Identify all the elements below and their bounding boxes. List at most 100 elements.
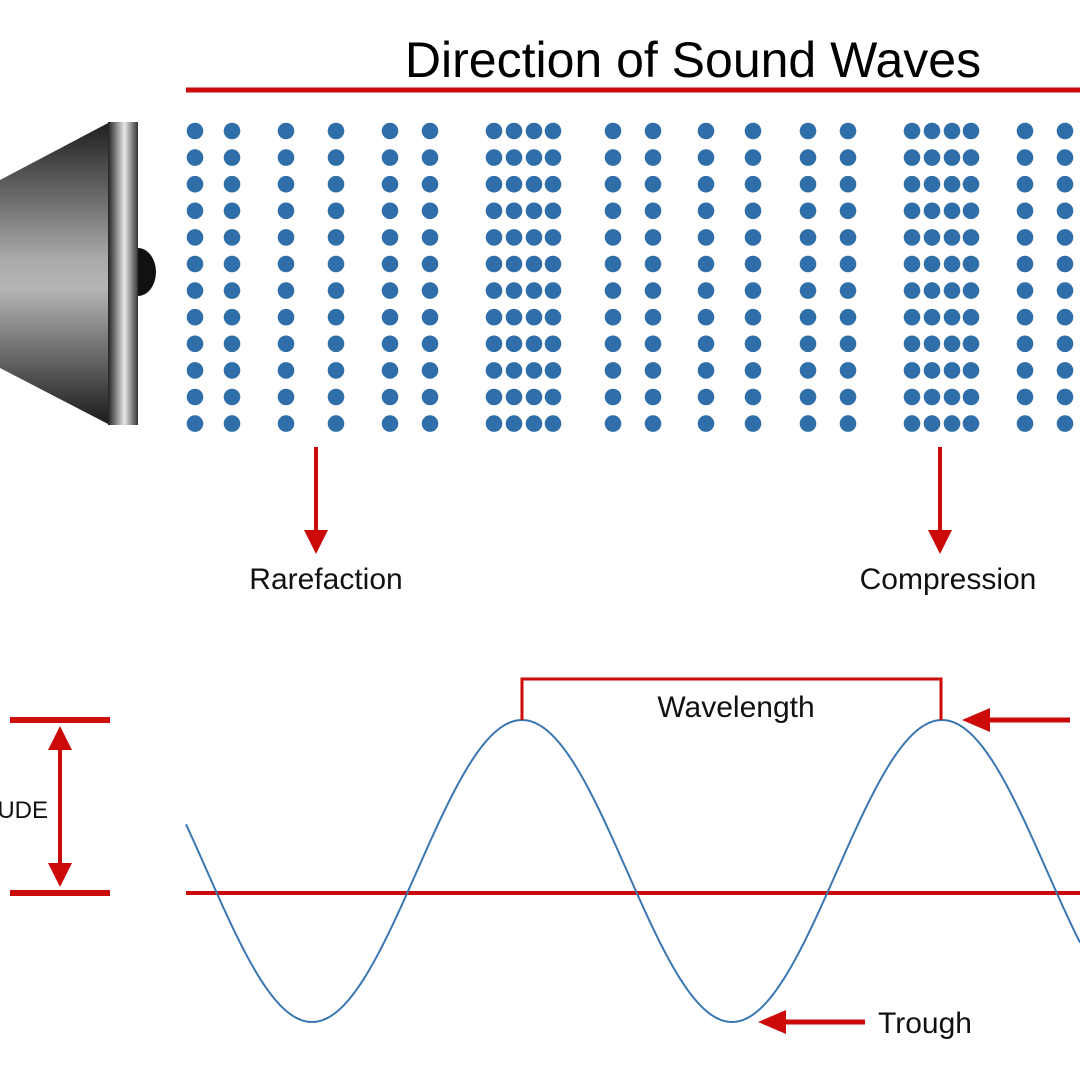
air-particle	[223, 282, 241, 299]
air-particle	[943, 388, 961, 406]
air-particle	[903, 255, 921, 273]
air-particle	[1016, 255, 1034, 273]
air-particle	[544, 122, 562, 140]
air-particle	[962, 175, 980, 193]
air-particle	[223, 335, 241, 353]
air-particle	[923, 415, 941, 432]
air-particle	[186, 202, 204, 220]
arrow-down-icon	[304, 447, 328, 554]
air-particle	[644, 308, 662, 326]
air-particle	[923, 255, 941, 273]
air-particle	[223, 308, 241, 326]
speaker-icon	[0, 122, 156, 425]
air-particle	[744, 388, 762, 406]
air-particle	[544, 362, 562, 379]
wavelength-bracket	[520, 677, 943, 720]
arrow-left-icon	[962, 708, 1070, 732]
air-particle	[1056, 255, 1074, 273]
air-particle	[223, 149, 241, 166]
air-particle	[923, 149, 941, 166]
air-particle	[697, 282, 715, 299]
air-particle	[186, 335, 204, 353]
air-particle	[839, 175, 857, 193]
air-particle	[485, 415, 503, 432]
air-particle	[277, 415, 295, 432]
air-particle	[277, 175, 295, 193]
air-particle	[525, 202, 543, 220]
air-particle	[697, 335, 715, 353]
air-particle	[223, 202, 241, 220]
air-particle	[186, 255, 204, 273]
air-particle	[943, 415, 961, 432]
air-particle	[744, 202, 762, 220]
air-particle	[277, 229, 295, 246]
air-particle	[505, 388, 523, 406]
air-particle	[644, 415, 662, 432]
air-particle	[962, 149, 980, 166]
air-particle	[1016, 362, 1034, 379]
air-particle	[697, 362, 715, 379]
air-particle	[644, 282, 662, 299]
air-particle	[485, 308, 503, 326]
air-particle	[962, 308, 980, 326]
air-particle	[962, 335, 980, 353]
air-particle	[505, 362, 523, 379]
air-particle	[799, 282, 817, 299]
air-particle	[943, 335, 961, 353]
air-particle	[799, 308, 817, 326]
arrow-down-icon	[928, 447, 952, 554]
air-particle	[903, 175, 921, 193]
air-particle	[525, 335, 543, 353]
air-particle	[421, 362, 439, 379]
air-particle	[839, 122, 857, 140]
air-particle	[525, 149, 543, 166]
air-particle	[1056, 149, 1074, 166]
air-particle	[505, 175, 523, 193]
air-particle	[186, 175, 204, 193]
wavelength-label: Wavelength	[657, 691, 814, 724]
air-particle	[327, 335, 345, 353]
air-particle	[485, 149, 503, 166]
air-particle	[381, 282, 399, 299]
air-particle	[644, 335, 662, 353]
air-particle	[327, 282, 345, 299]
air-particle	[962, 362, 980, 379]
air-particle	[1056, 122, 1074, 140]
air-particle	[544, 229, 562, 246]
air-particle	[525, 255, 543, 273]
air-particle	[697, 202, 715, 220]
air-particle	[277, 255, 295, 273]
air-particle	[381, 122, 399, 140]
air-particle	[1056, 308, 1074, 326]
air-particle	[327, 362, 345, 379]
air-particle	[744, 282, 762, 299]
air-particle	[903, 282, 921, 299]
air-particle	[1056, 335, 1074, 353]
air-particle	[421, 229, 439, 246]
air-particle	[421, 308, 439, 326]
air-particle	[962, 229, 980, 246]
air-particle	[381, 388, 399, 406]
air-particle	[277, 308, 295, 326]
compression-label: Compression	[860, 563, 1037, 596]
air-particle	[381, 175, 399, 193]
air-particle	[525, 282, 543, 299]
air-particle	[505, 255, 523, 273]
air-particle	[903, 362, 921, 379]
air-particle	[923, 122, 941, 140]
air-particle	[186, 149, 204, 166]
air-particle	[903, 415, 921, 432]
air-particle	[525, 229, 543, 246]
air-particle	[327, 229, 345, 246]
air-particle	[744, 255, 762, 273]
air-particle	[1016, 175, 1034, 193]
air-particle	[505, 149, 523, 166]
air-particle	[544, 202, 562, 220]
air-particle	[277, 335, 295, 353]
air-particle	[1016, 282, 1034, 299]
amplitude-label: UDE	[0, 797, 48, 824]
air-particle	[604, 255, 622, 273]
air-particle	[544, 388, 562, 406]
air-particle	[1016, 149, 1034, 166]
air-particle	[839, 388, 857, 406]
